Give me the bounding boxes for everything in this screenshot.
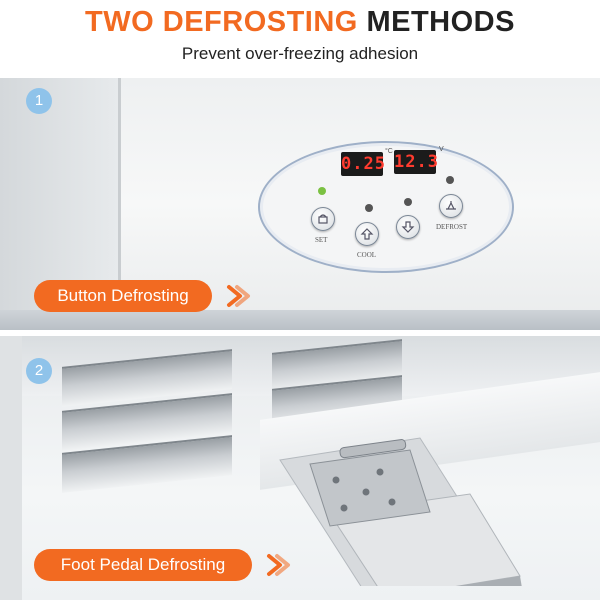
section-2-badge: 2 xyxy=(26,358,52,384)
foot-pedal[interactable] xyxy=(270,416,530,586)
section-1-badge: 1 xyxy=(26,88,52,114)
cabinet-bottom-strip xyxy=(0,310,600,330)
title-highlight: TWO DEFROSTING xyxy=(85,6,358,38)
page-title: TWO DEFROSTING METHODS xyxy=(0,6,600,39)
control-panel xyxy=(258,141,514,273)
foot-pedal-photo xyxy=(0,336,600,600)
section-divider xyxy=(0,330,600,336)
down-arrow-icon xyxy=(401,221,415,233)
up-arrow-icon xyxy=(360,228,374,240)
display-right-unit: V xyxy=(439,146,444,153)
set-button[interactable] xyxy=(311,207,335,231)
chevron-right-icon xyxy=(227,285,250,307)
chevron-right-icon xyxy=(267,554,290,576)
defrost-label: DEFROST xyxy=(436,223,468,231)
cool-label: COOL xyxy=(357,251,377,259)
set-icon xyxy=(318,214,328,224)
button-defrosting-pill: Button Defrosting xyxy=(34,280,212,312)
status-led-defrost xyxy=(446,176,454,184)
defrost-button[interactable] xyxy=(439,194,463,218)
cabinet-corner xyxy=(0,336,22,600)
subtitle: Prevent over-freezing adhesion xyxy=(181,44,419,63)
down-button[interactable] xyxy=(396,215,420,239)
display-right: 12.3 xyxy=(394,150,439,174)
display-left: 0.25 xyxy=(341,152,386,176)
status-led-down xyxy=(404,198,412,206)
set-label: SET xyxy=(315,236,328,244)
cool-up-button[interactable] xyxy=(355,222,379,246)
status-led-green xyxy=(318,187,326,195)
foot-pedal-defrosting-pill: Foot Pedal Defrosting xyxy=(34,549,252,581)
status-led-cool xyxy=(365,204,373,212)
display-left-unit: °C xyxy=(385,148,393,155)
defrost-icon xyxy=(446,201,456,210)
title-rest: METHODS xyxy=(366,6,515,38)
header: TWO DEFROSTING METHODS Prevent over-free… xyxy=(0,0,600,78)
